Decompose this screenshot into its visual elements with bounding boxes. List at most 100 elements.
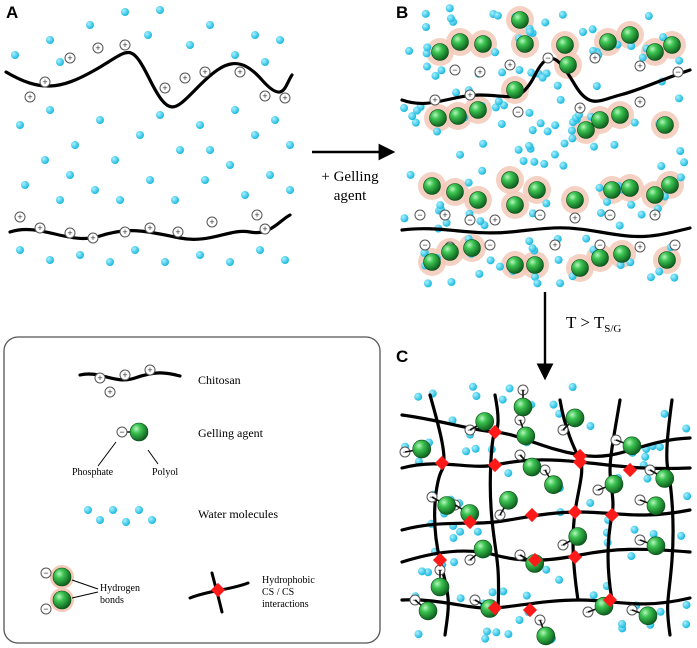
water-molecule [445,4,454,13]
crosslink-point [522,602,538,618]
positive-charge: + [64,52,76,64]
polyol-ball [658,251,676,269]
water-molecule [492,628,501,637]
svg-text:+: + [107,387,112,397]
water-molecule [676,147,685,156]
positive-charge: + [94,372,106,384]
water-molecule [627,41,636,50]
water-molecule [452,88,461,97]
positive-charge: + [634,60,646,72]
water-molecule [553,81,562,90]
positive-charge: + [439,209,451,221]
water-molecule [595,183,604,192]
water-molecule [627,552,636,561]
positive-charge: + [259,223,271,235]
temperature-subscript: S/G [604,323,621,335]
water-molecule [121,8,129,16]
svg-text:+: + [492,215,497,225]
water-molecule [136,131,144,139]
svg-text:+: + [442,210,447,220]
water-molecule [617,619,626,628]
water-molecule [494,97,503,106]
polyol-ball [621,26,639,44]
positive-charge: + [634,96,646,108]
positive-charge: + [119,39,131,51]
water-molecule [638,53,647,62]
water-molecule [84,506,92,514]
water-molecule [261,58,269,66]
water-molecule [86,21,94,29]
positive-charge: + [574,102,586,114]
water-molecule [525,108,534,117]
water-molecule [226,161,234,169]
water-molecule [630,118,639,127]
polyol-ball [506,81,524,99]
water-molecule [406,170,415,179]
svg-text:−: − [597,240,602,250]
water-molecule [413,106,422,115]
water-molecule [417,567,426,576]
svg-text:+: + [262,224,267,234]
svg-text:−: − [43,604,48,614]
positive-charge: + [569,212,581,224]
water-molecule [21,181,29,189]
polyol-ball [646,536,666,556]
water-molecule [505,384,514,393]
chitosan-chain [4,50,294,109]
svg-text:−: − [560,425,565,435]
polyol-ball [565,408,585,428]
water-molecule [528,244,537,253]
svg-text:−: − [545,53,550,63]
legend-hbond-label-1: Hydrogen [100,583,140,594]
water-molecule [515,66,524,75]
phosphate-charge: − [512,106,524,118]
water-molecule [286,141,294,149]
water-molecule [472,392,481,401]
gelling-label-line1: + Gelling [321,169,379,185]
positive-charge: + [589,52,601,64]
polyol-ball [501,171,519,189]
svg-text:−: − [487,240,492,250]
polyol-ball [526,256,544,274]
positive-charge: + [649,209,661,221]
positive-charge: + [64,227,76,239]
polyol-ball [621,179,639,197]
water-molecule [540,159,549,168]
polyol-ball [655,469,675,488]
water-molecule [109,506,117,514]
water-molecule [456,527,465,536]
polyol-ball [511,11,529,29]
water-molecule [615,221,624,230]
svg-text:+: + [162,83,167,93]
polyol-ball [604,474,624,494]
phosphate-charge: − [419,239,431,251]
water-molecule [41,156,49,164]
water-molecule [682,620,691,629]
water-molecule [473,527,482,536]
water-molecule [536,119,545,128]
polyol-ball [571,259,589,277]
polyol-ball [516,426,536,446]
legend-hbond-label-2: bonds [100,595,124,606]
svg-text:+: + [67,53,72,63]
svg-text:−: − [43,568,48,578]
water-molecule [542,199,551,208]
polyol-ball [513,397,533,417]
positive-charge: + [159,82,171,94]
polyol-ball [52,567,72,587]
water-molecule [414,392,423,401]
positive-charge: + [24,91,36,103]
polyol-ball [528,181,546,199]
water-molecule [497,119,506,128]
legend-graphics: ++++−−− [40,364,250,615]
phosphate-charge: − [464,424,476,436]
water-molecule [196,251,204,259]
positive-charge: + [279,92,291,104]
phosphate-charge: − [40,567,52,579]
legend-hydrophobic-label-1: Hydrophobic [262,575,315,586]
svg-text:−: − [560,540,565,550]
water-molecule [241,191,249,199]
water-molecule [649,529,658,538]
chitosan-chain [400,56,692,105]
water-molecule [447,278,456,287]
